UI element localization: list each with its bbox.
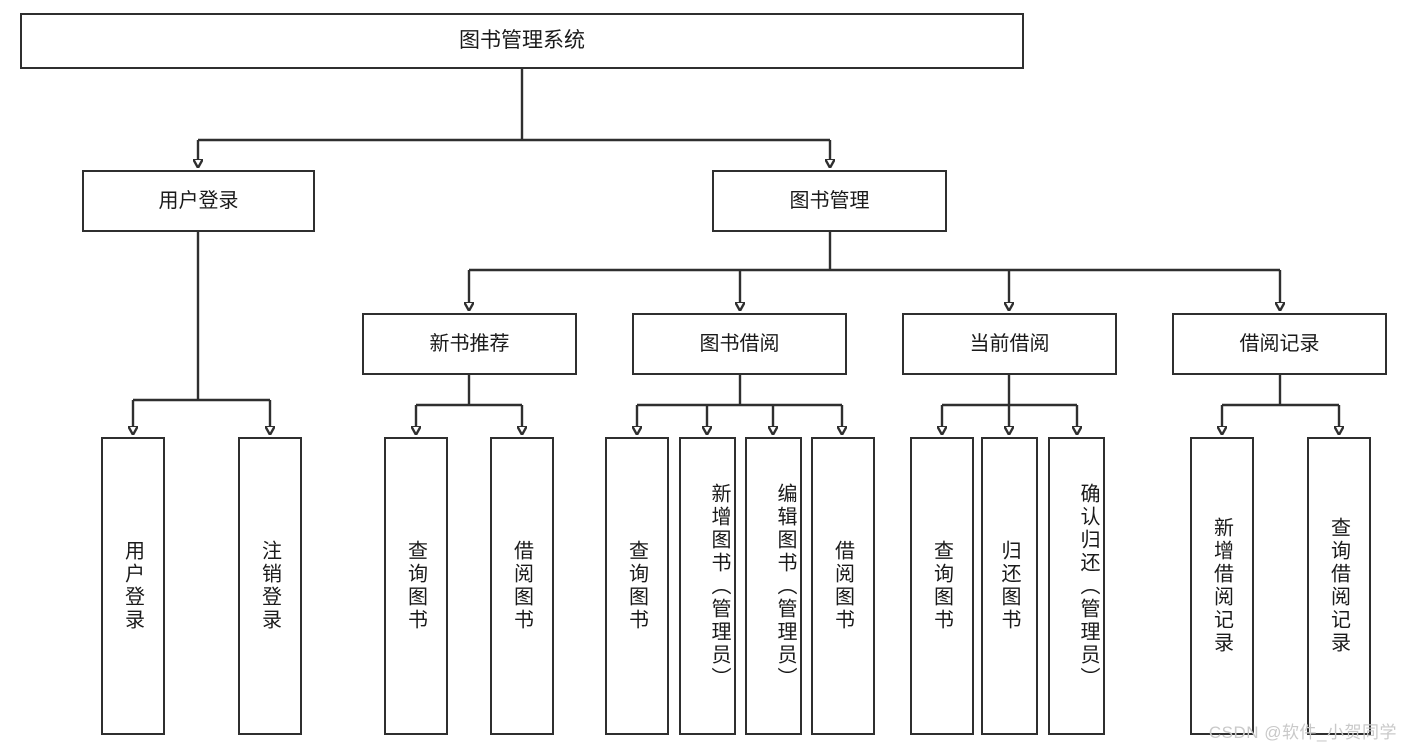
leaf-add-borrow-record[interactable]: 新增借阅记录 [1190, 437, 1254, 735]
node-user-login[interactable]: 用户登录 [82, 170, 315, 232]
leaf-query-book-borrow[interactable]: 查询图书 [605, 437, 669, 735]
leaf-query-borrow-record[interactable]: 查询借阅记录 [1307, 437, 1371, 735]
watermark-credit: CSDN @软件_小贺同学 [1208, 723, 1397, 742]
leaf-logout-login[interactable]: 注销登录 [238, 437, 302, 735]
node-current-borrow[interactable]: 当前借阅 [902, 313, 1117, 375]
leaf-borrow-book-new-book[interactable]: 借阅图书 [490, 437, 554, 735]
node-book-borrow[interactable]: 图书借阅 [632, 313, 847, 375]
leaf-return-book[interactable]: 归还图书 [981, 437, 1038, 735]
leaf-edit-book-admin[interactable]: 编辑图书（管理员） [745, 437, 802, 735]
node-new-book-recommend[interactable]: 新书推荐 [362, 313, 577, 375]
node-book-management[interactable]: 图书管理 [712, 170, 947, 232]
leaf-confirm-return-admin[interactable]: 确认归还（管理员） [1048, 437, 1105, 735]
leaf-query-book-current[interactable]: 查询图书 [910, 437, 974, 735]
leaf-user-login[interactable]: 用户登录 [101, 437, 165, 735]
leaf-add-book-admin[interactable]: 新增图书（管理员） [679, 437, 736, 735]
node-borrow-record[interactable]: 借阅记录 [1172, 313, 1387, 375]
leaf-borrow-book-borrow[interactable]: 借阅图书 [811, 437, 875, 735]
node-root-book-management-system[interactable]: 图书管理系统 [20, 13, 1024, 69]
leaf-query-book-new-book[interactable]: 查询图书 [384, 437, 448, 735]
